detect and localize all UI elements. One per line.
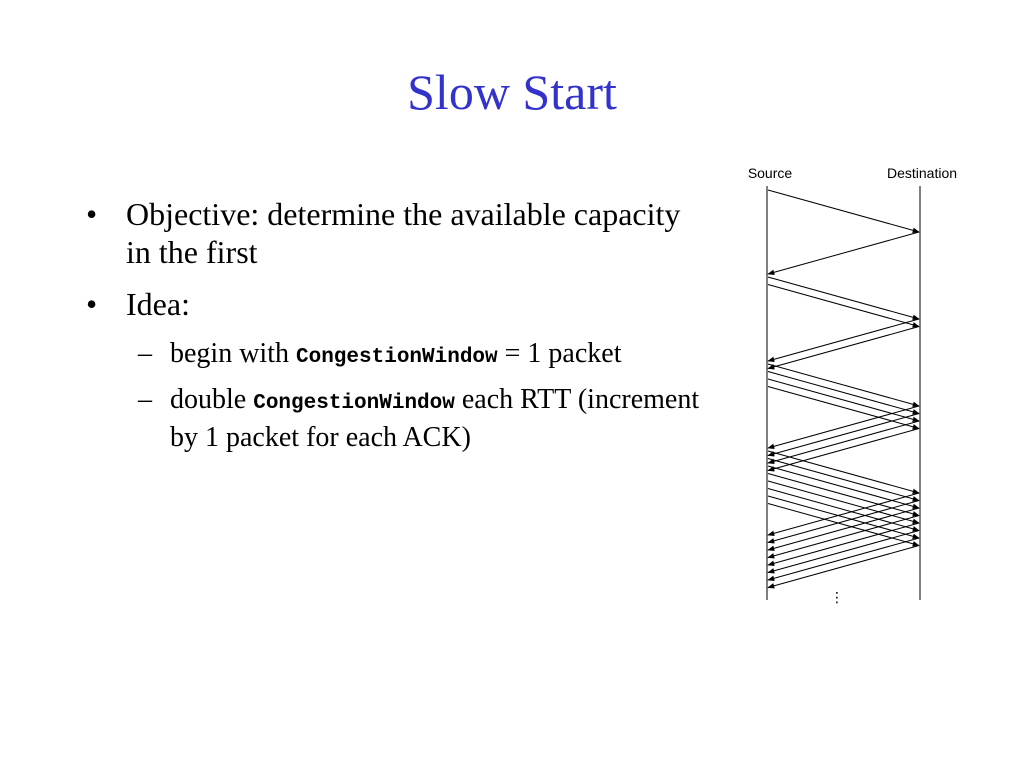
subbullet-suffix: each RTT (increment by 1 packet for each…: [170, 384, 700, 453]
bullet-text: Objective: determine the available capac…: [126, 196, 681, 270]
data-packet-arrow: [767, 488, 920, 532]
ack-arrow: [767, 428, 920, 472]
ack-arrow: [767, 545, 920, 589]
bullet-text: Idea:: [126, 286, 190, 322]
subbullet-prefix: double: [170, 384, 254, 415]
slow-start-diagram: Source Destination ⋮: [748, 165, 957, 605]
data-packet-arrow: [767, 189, 920, 234]
ack-arrow: [767, 492, 920, 537]
data-packet-arrow: [767, 378, 920, 423]
code-congestion-window: CongestionWindow: [253, 392, 455, 415]
ack-arrow: [767, 530, 920, 574]
ack-arrow: [767, 413, 920, 457]
destination-label: Destination: [887, 165, 957, 181]
data-packet-arrow: [767, 276, 920, 321]
bullet-list: • Objective: determine the available cap…: [86, 195, 706, 463]
source-label: Source: [748, 165, 793, 181]
data-packet-arrow: [767, 371, 920, 415]
data-packet-arrow: [767, 284, 920, 328]
diagram-arrows: [767, 189, 920, 589]
ack-arrow: [767, 507, 920, 552]
data-packet-arrow: [767, 386, 920, 430]
ack-arrow: [767, 405, 920, 450]
ack-arrow: [767, 231, 920, 276]
bullet-marker: •: [86, 196, 98, 232]
data-packet-arrow: [767, 495, 920, 540]
data-packet-arrow: [767, 503, 920, 547]
bullet-idea: • Idea:: [86, 285, 706, 323]
ack-arrow: [767, 420, 920, 465]
ack-arrow: [767, 318, 920, 363]
data-packet-arrow: [767, 480, 920, 525]
bullet-marker: •: [86, 286, 98, 322]
subbullet-marker: –: [138, 384, 152, 415]
continuation-ellipsis: ⋮: [830, 589, 844, 605]
code-congestion-window: CongestionWindow: [296, 346, 498, 369]
data-packet-arrow: [767, 465, 920, 510]
data-packet-arrow: [767, 363, 920, 408]
slide-title: Slow Start: [407, 64, 617, 120]
subbullet-suffix: = 1 packet: [497, 338, 622, 369]
subbullet-prefix: begin with: [170, 338, 296, 369]
subbullet-marker: –: [138, 338, 152, 369]
subbullet-double: – double CongestionWindow each RTT (incr…: [86, 383, 706, 455]
ack-arrow: [767, 522, 920, 567]
data-packet-arrow: [767, 458, 920, 502]
data-packet-arrow: [767, 450, 920, 495]
bullet-objective: • Objective: determine the available cap…: [86, 195, 706, 271]
ack-arrow: [767, 515, 920, 559]
ack-arrow: [767, 500, 920, 544]
ack-arrow: [767, 326, 920, 370]
subbullet-begin: – begin with CongestionWindow = 1 packet: [86, 337, 706, 375]
ack-arrow: [767, 537, 920, 582]
data-packet-arrow: [767, 473, 920, 517]
